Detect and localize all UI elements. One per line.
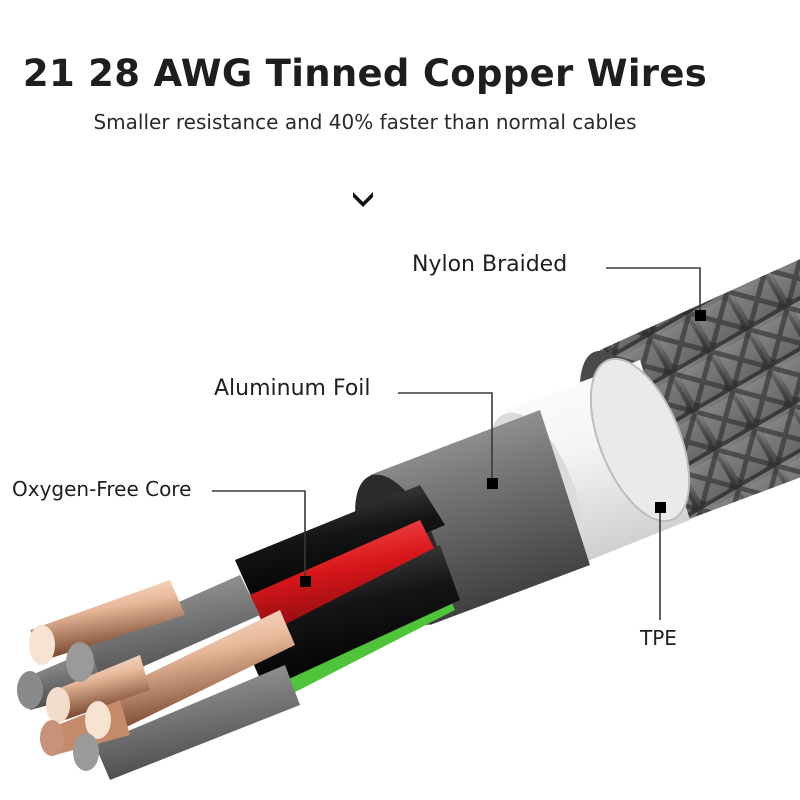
callout-label-nylon-braided: Nylon Braided: [412, 252, 568, 277]
callout-markers: [300, 310, 706, 587]
page-title: 21 28 AWG Tinned Copper Wires: [22, 52, 708, 95]
page-subtitle: Smaller resistance and 40% faster than n…: [93, 110, 637, 134]
inner-wires: [17, 485, 460, 780]
chevron-down-icon: [353, 192, 373, 207]
callout-label-oxygen-free-core: Oxygen-Free Core: [12, 477, 192, 501]
callout-leaders: [212, 267, 701, 620]
callout-label-aluminum-foil: Aluminum Foil: [214, 376, 371, 401]
callout-label-tpe: TPE: [640, 626, 677, 650]
